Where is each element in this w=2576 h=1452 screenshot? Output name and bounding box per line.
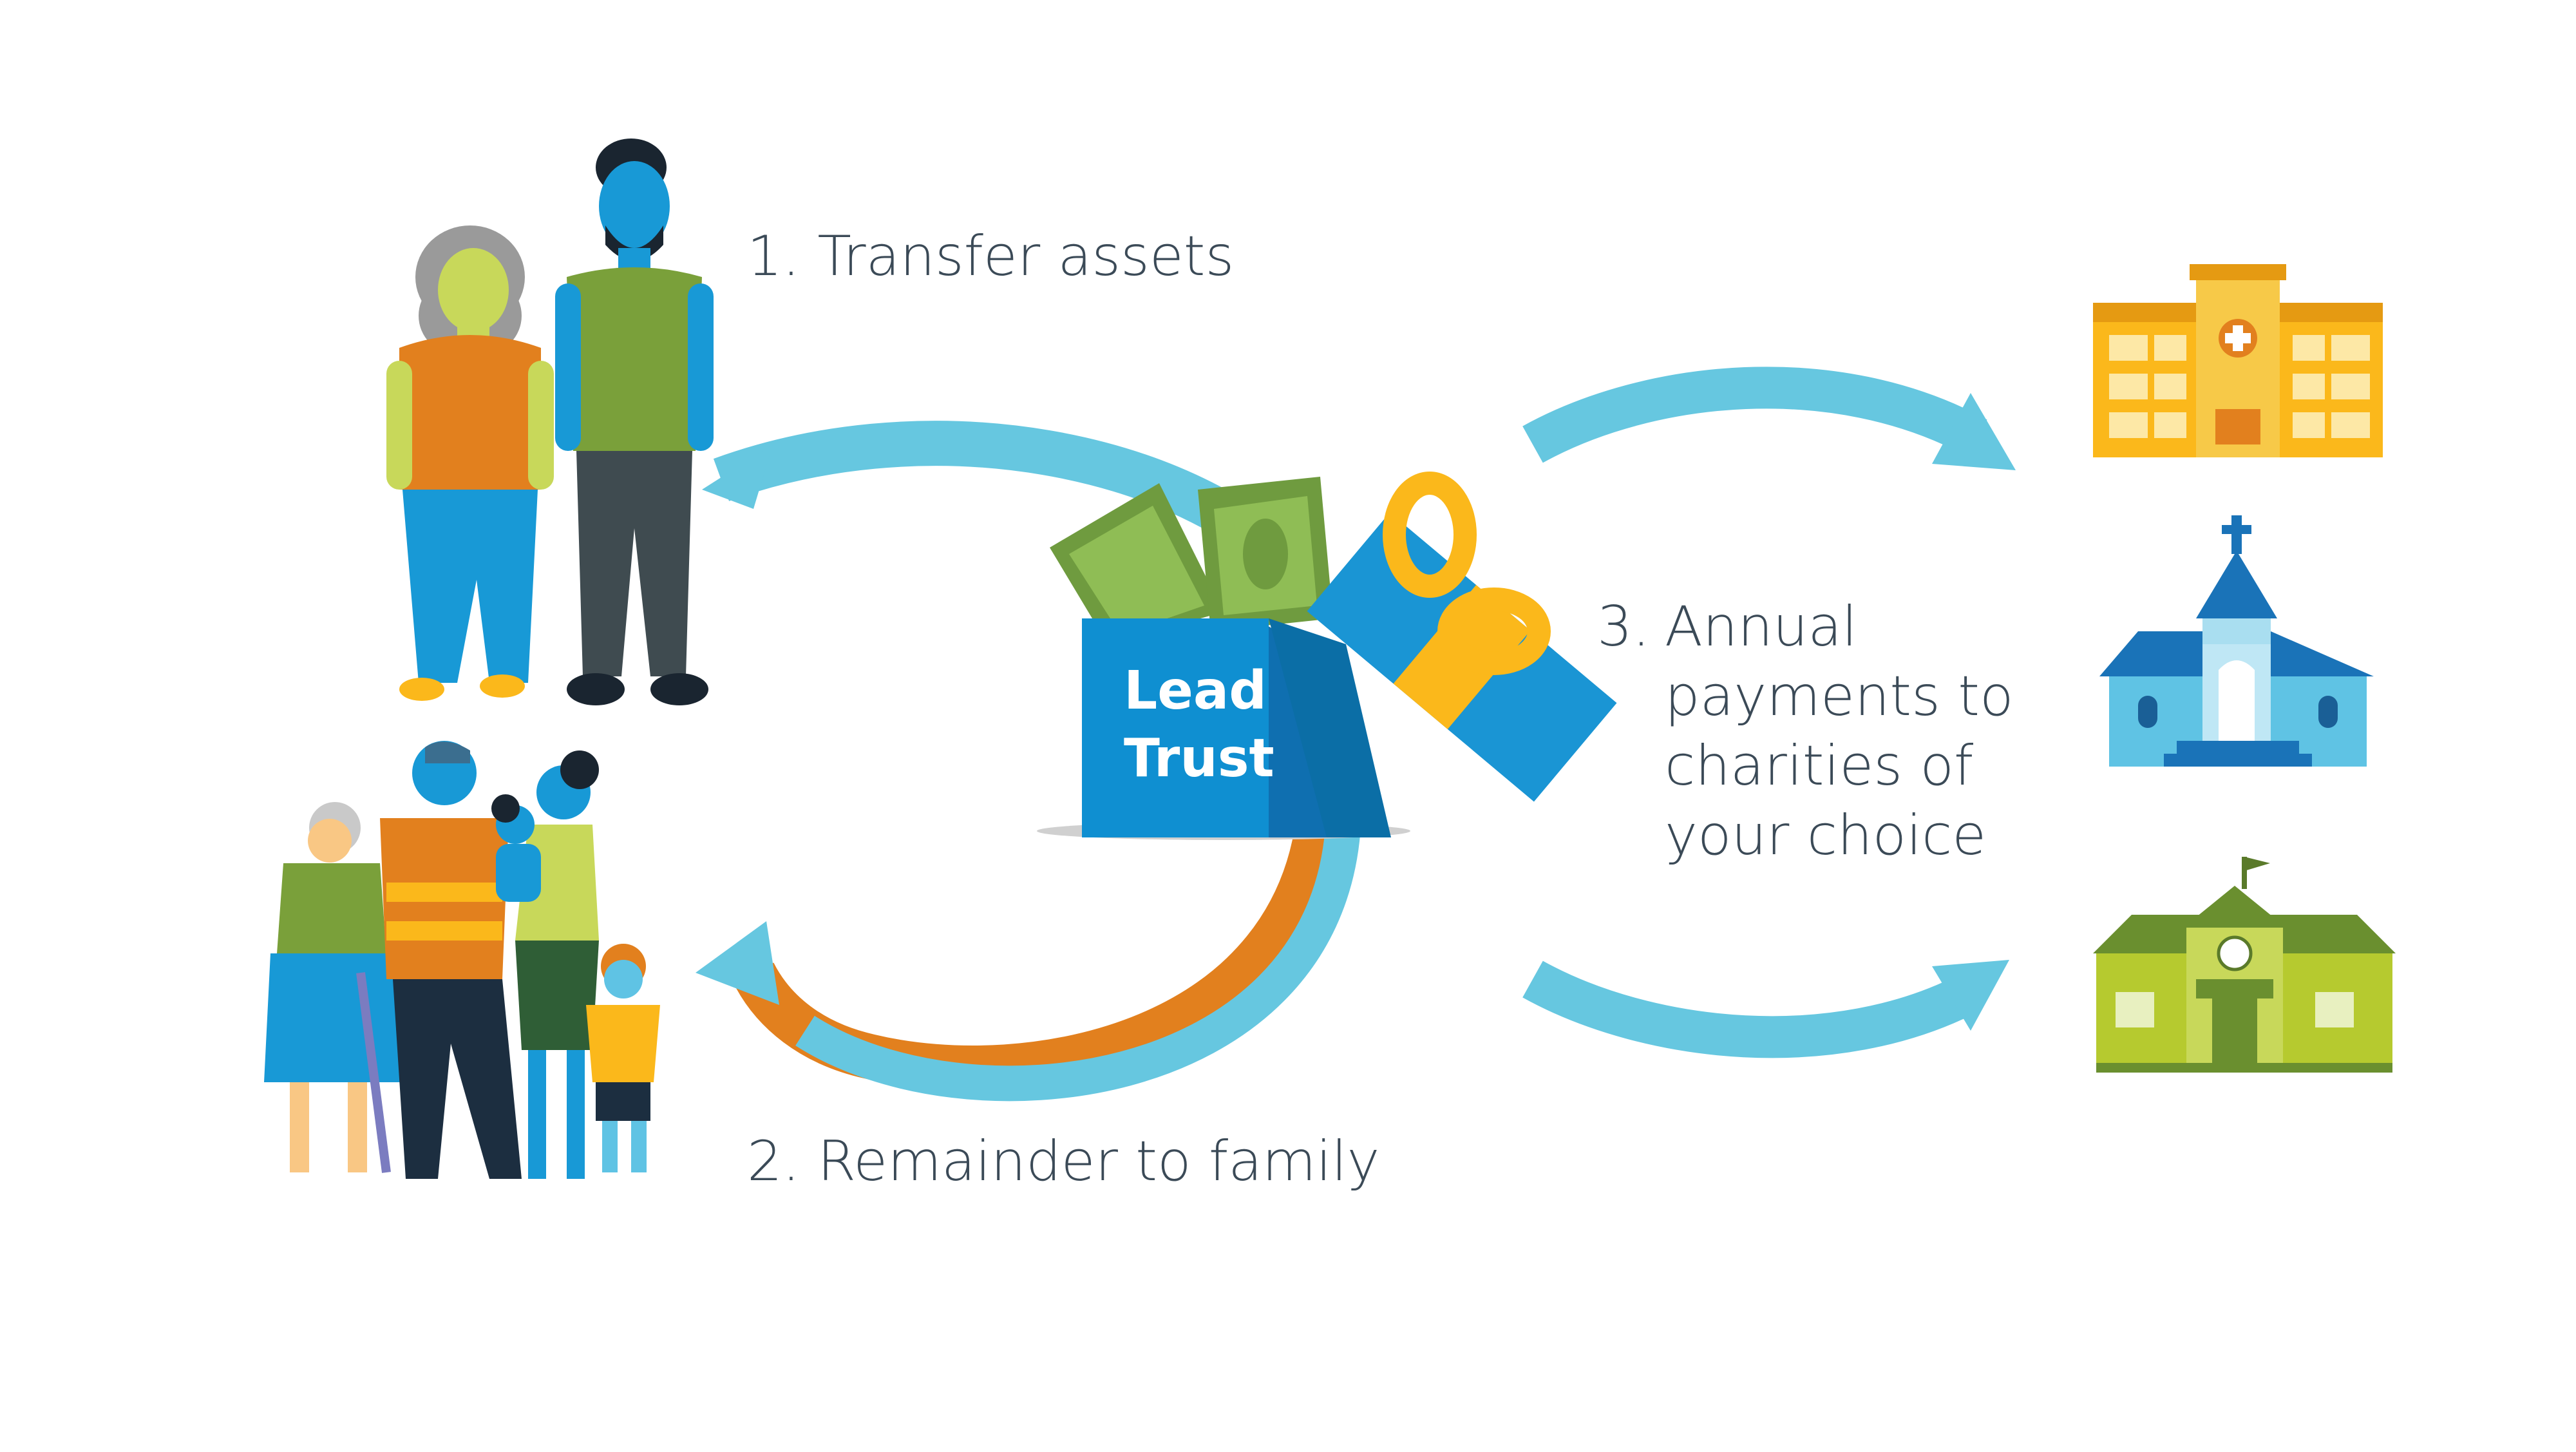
hospital-icon: [2093, 264, 2383, 457]
remainder-arrow: [696, 803, 1361, 1102]
step-2-label: 2. Remainder to family: [747, 1129, 1380, 1194]
church-icon: [2099, 515, 2374, 767]
money-icon: [1050, 477, 1333, 644]
step-3-line-3: charities of: [1665, 734, 1974, 798]
step-3-line-2: payments to: [1665, 664, 2014, 729]
couple-icon: [386, 139, 714, 705]
gift-box-icon: [1037, 472, 1617, 840]
box-label-line2: Trust: [1124, 728, 1274, 789]
step-3-number: 3.: [1597, 595, 1651, 659]
charity-arrow-bottom: [1522, 960, 2009, 1058]
charity-arrow-top: [1522, 367, 2016, 470]
family-icon: [264, 741, 660, 1179]
school-icon: [2093, 857, 2396, 1073]
step-3-line-4: your choice: [1665, 803, 1987, 868]
box-label-line1: Lead: [1124, 660, 1267, 721]
step-1-label: 1. Transfer assets: [747, 224, 1235, 289]
step-3-line-1: Annual: [1665, 595, 1857, 659]
